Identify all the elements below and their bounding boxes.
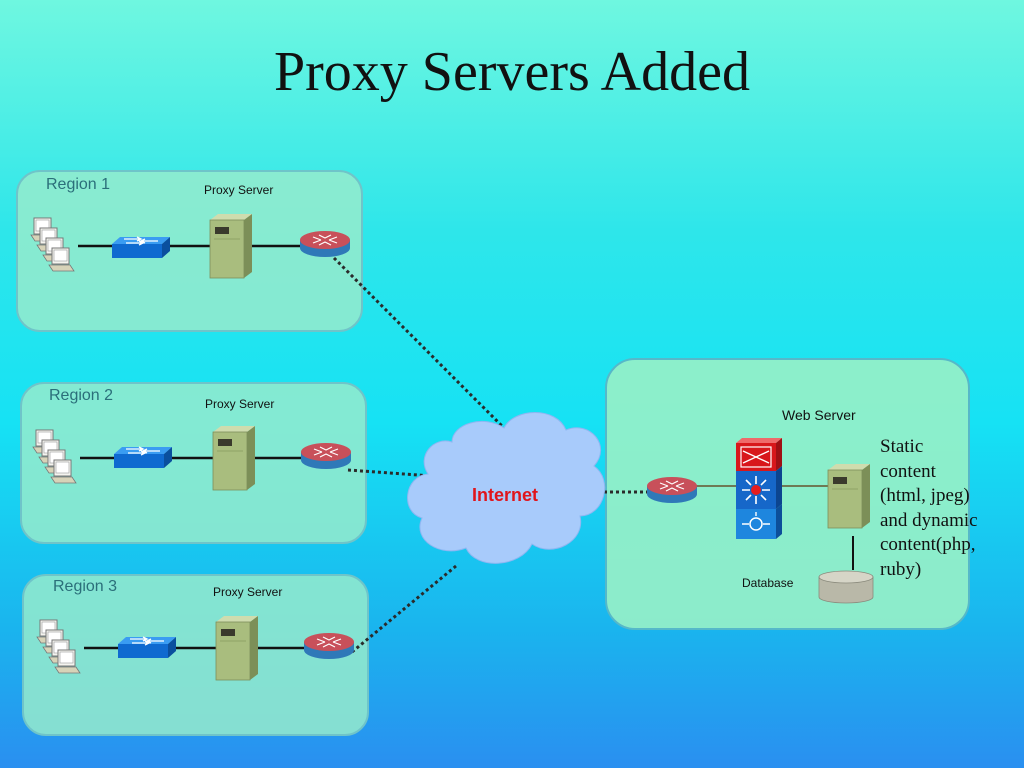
computer-icon — [33, 430, 76, 483]
switch-icon — [111, 236, 171, 259]
router-icon — [303, 632, 355, 660]
content-note-line: (html, jpeg) — [880, 485, 970, 506]
wan-link-region-2 — [347, 468, 433, 478]
proxy-server-label-3: Proxy Server — [213, 585, 283, 599]
content-note-line: Static — [880, 436, 924, 457]
router-icon — [300, 442, 352, 470]
switch-icon — [117, 636, 177, 659]
switch-icon — [113, 446, 173, 469]
router-icon — [646, 476, 698, 504]
proxy-server-label-2: Proxy Server — [205, 397, 275, 411]
server-icon — [215, 615, 259, 681]
region-3-label: Region 3 — [53, 578, 118, 595]
region-1-network — [31, 213, 351, 279]
content-note-line: content(php, — [880, 534, 976, 555]
server-icon — [212, 425, 256, 491]
web-server-label: Web Server — [782, 407, 856, 423]
internet-label: Internet — [471, 485, 538, 505]
wan-link-region-3 — [351, 564, 457, 654]
database-label: Database — [742, 576, 794, 590]
content-note-line: content — [880, 460, 936, 482]
region-2-network — [33, 425, 352, 491]
content-note-line: and dynamic — [880, 509, 978, 531]
server-icon — [827, 463, 871, 529]
content-note: Static content (html, jpeg) and dynamic … — [880, 435, 1020, 582]
firewall-icon — [736, 438, 782, 539]
region-2-label: Region 2 — [49, 387, 114, 404]
region-1-label: Region 1 — [46, 176, 111, 193]
wan-link-region-1 — [332, 256, 510, 434]
content-note-line: ruby) — [880, 558, 922, 580]
database-icon — [818, 570, 874, 604]
computer-icon — [37, 620, 80, 673]
proxy-server-label-1: Proxy Server — [204, 183, 274, 197]
page-title: Proxy Servers Added — [274, 41, 750, 103]
server-icon — [209, 213, 253, 279]
region-3-network — [37, 615, 355, 681]
computer-icon — [31, 218, 74, 271]
cloud-icon — [407, 412, 606, 564]
router-icon — [299, 230, 351, 258]
web-server-network — [646, 438, 874, 604]
